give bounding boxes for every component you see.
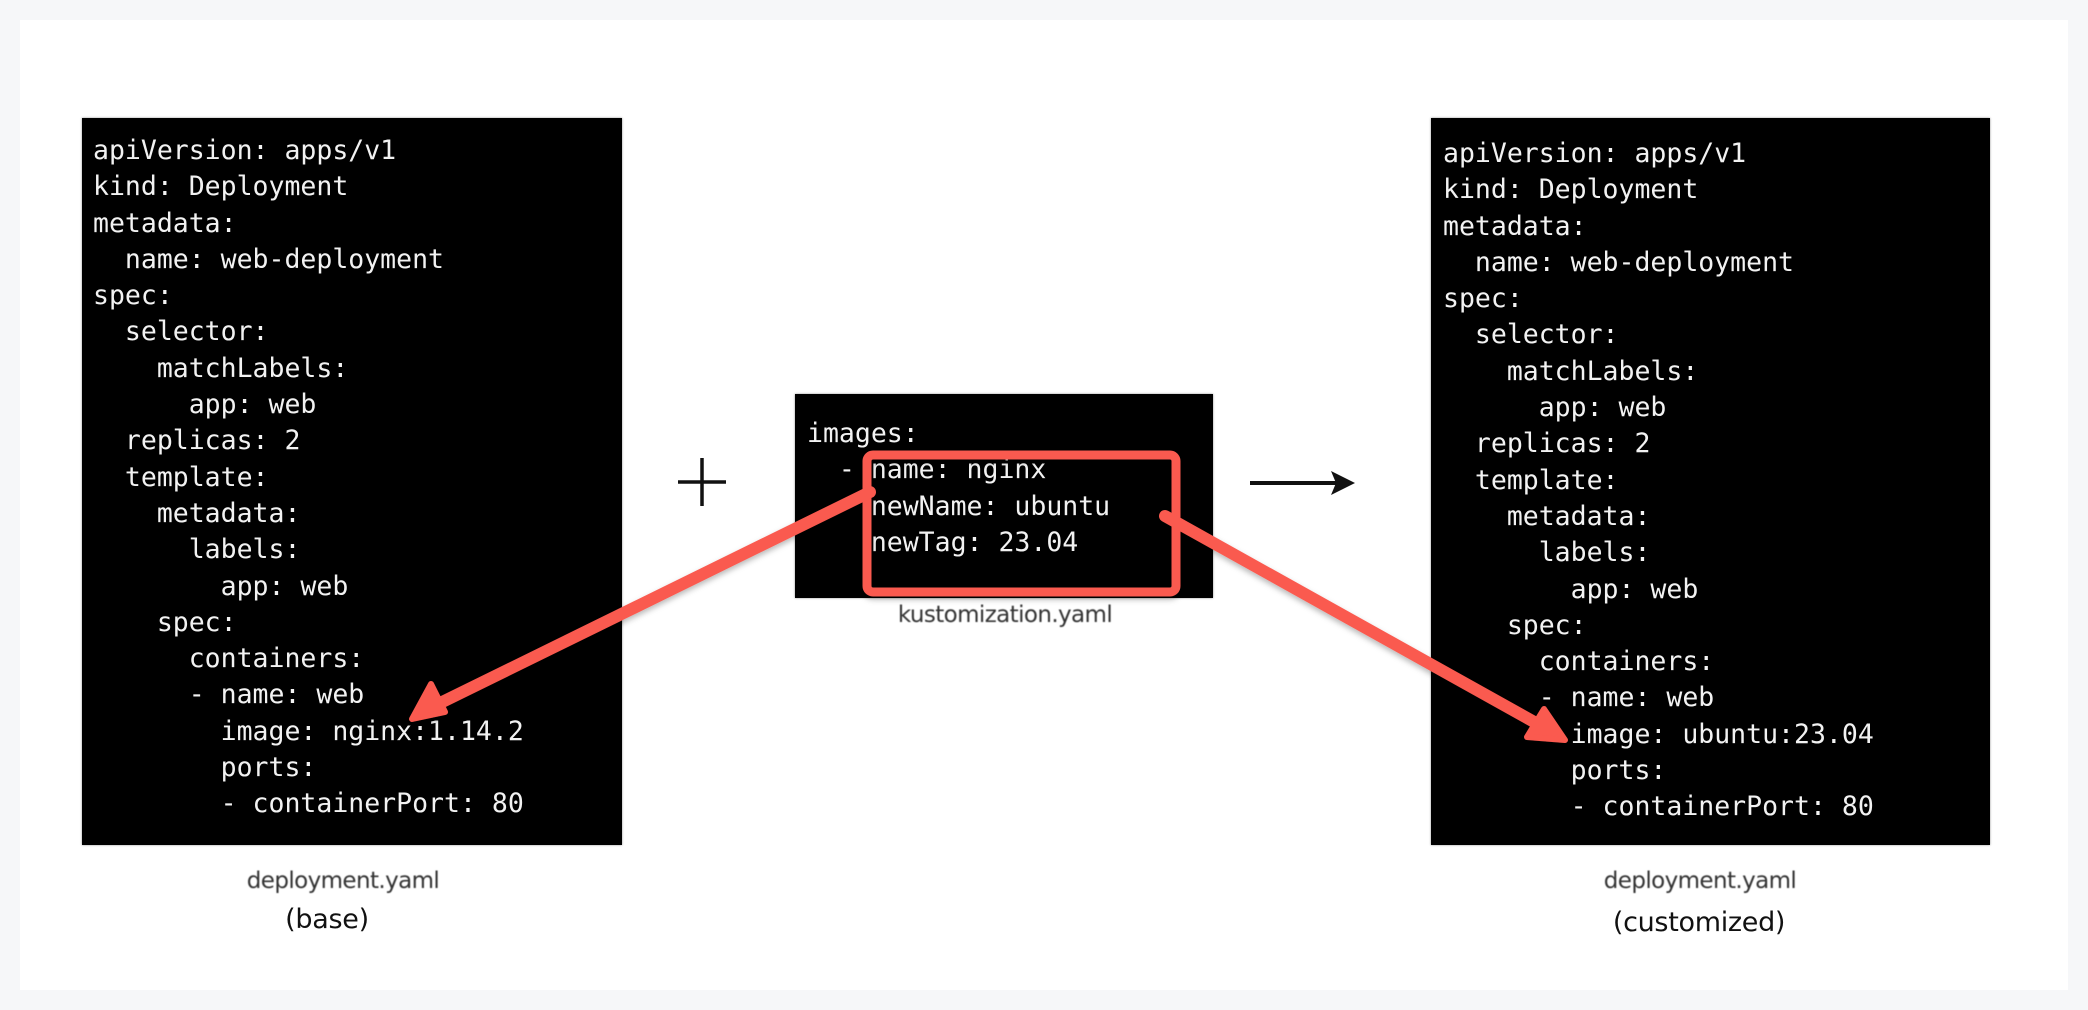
- code-line: labels:: [93, 534, 301, 566]
- code-line: - containerPort: 80: [93, 788, 524, 820]
- code-line: - name: web: [1443, 682, 1715, 714]
- code-line: - containerPort: 80: [1443, 791, 1874, 823]
- code-line: kind: Deployment: [1443, 174, 1699, 206]
- code-line: - name: nginx: [807, 454, 1047, 486]
- code-line: name: web-deployment: [1443, 246, 1794, 278]
- code-line: images:: [807, 418, 919, 449]
- code-line: app: web: [1443, 573, 1699, 605]
- kustomization-filename-label: kustomization.yaml: [897, 602, 1113, 628]
- code-line: replicas: 2: [93, 425, 301, 457]
- code-line: app: web: [1443, 392, 1667, 424]
- code-line: app: web: [93, 570, 349, 602]
- kustomization-code: images: - name: nginx newName: ubuntu ne…: [807, 416, 1110, 561]
- customized-deployment-code: apiVersion: apps/v1 kind: Deployment metad…: [1443, 136, 1874, 826]
- code-line: app: web: [93, 389, 317, 421]
- code-line: apiVersion: apps/v1: [93, 135, 397, 166]
- base-deployment-code-block: apiVersion: apps/v1 kind: Deployment metad…: [82, 118, 622, 845]
- code-line: containers:: [1443, 646, 1715, 678]
- image-line-original: image: nginx:1.14.2: [93, 715, 524, 747]
- code-line: replicas: 2: [1443, 428, 1651, 460]
- code-line: metadata:: [93, 497, 301, 529]
- image-line-customized: image: ubuntu:23.04: [1443, 718, 1874, 750]
- code-line: newName: ubuntu: [807, 490, 1111, 522]
- code-line: containers:: [93, 643, 365, 675]
- customized-filename-label: deployment.yaml: [1603, 868, 1797, 894]
- base-deployment-code: apiVersion: apps/v1 kind: Deployment metad…: [93, 133, 524, 823]
- code-line: spec:: [93, 606, 237, 638]
- code-line: name: web-deployment: [93, 243, 444, 275]
- code-line: matchLabels:: [93, 352, 349, 384]
- code-line: spec:: [1443, 609, 1587, 641]
- code-line: template:: [1443, 464, 1619, 496]
- code-line: spec:: [1443, 283, 1523, 315]
- base-subtitle-label: (base): [285, 904, 369, 935]
- code-line: metadata:: [1443, 210, 1587, 242]
- code-line: apiVersion: apps/v1: [1443, 138, 1747, 169]
- code-line: kind: Deployment: [93, 171, 349, 203]
- base-filename-label: deployment.yaml: [246, 868, 440, 894]
- code-line: matchLabels:: [1443, 355, 1699, 387]
- code-line: ports:: [1443, 755, 1667, 787]
- kustomization-code-block: images: - name: nginx newName: ubuntu ne…: [795, 394, 1213, 598]
- code-line: metadata:: [93, 207, 237, 239]
- code-line: - name: web: [93, 679, 365, 711]
- customized-subtitle-label: (customized): [1612, 907, 1786, 938]
- code-line: selector:: [93, 316, 269, 348]
- code-line: ports:: [93, 752, 317, 784]
- customized-deployment-code-block: apiVersion: apps/v1 kind: Deployment metad…: [1431, 118, 1990, 845]
- code-line: metadata:: [1443, 500, 1651, 532]
- code-line: labels:: [1443, 537, 1651, 569]
- code-line: newTag: 23.04: [807, 526, 1079, 558]
- code-line: selector:: [1443, 319, 1619, 351]
- code-line: spec:: [93, 280, 173, 312]
- code-line: template:: [93, 461, 269, 493]
